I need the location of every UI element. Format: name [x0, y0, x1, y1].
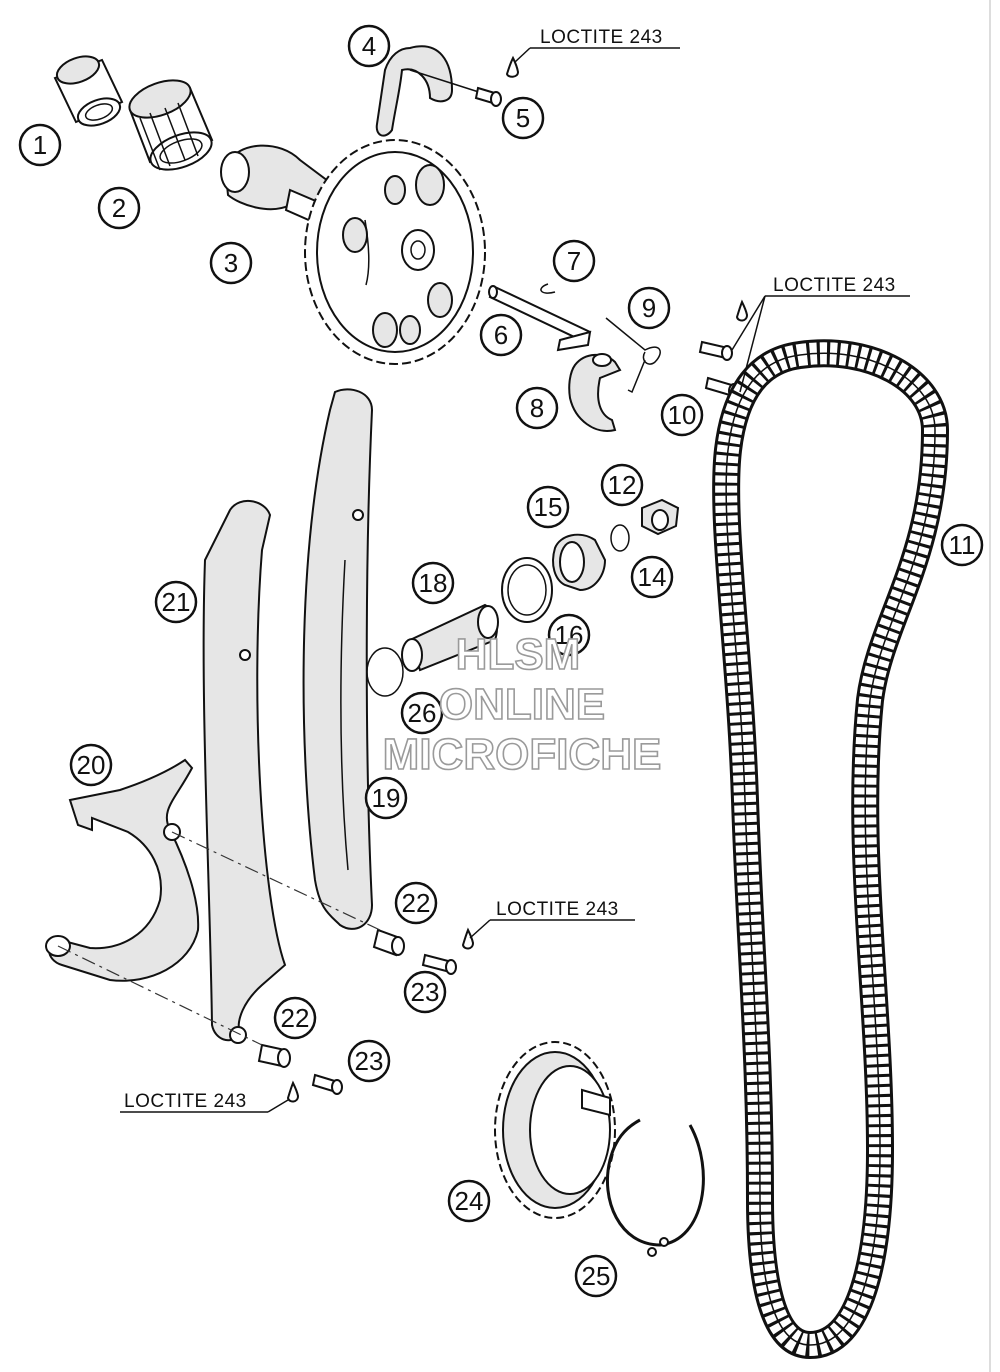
callout-number: 2	[112, 193, 126, 223]
sealing-ring-14-part	[610, 524, 630, 552]
callout-number: 7	[567, 246, 581, 276]
o-ring-26-part	[366, 647, 404, 697]
retainer-fork-part	[375, 45, 486, 137]
callout-10: 10	[660, 393, 704, 437]
crank-sprocket-part	[494, 1041, 616, 1219]
tensioner-housing-part	[552, 533, 607, 592]
callout-12: 12	[600, 463, 644, 507]
loctite-label-middle: LOCTITE 243	[469, 899, 635, 939]
tensioner-plunger-part	[401, 603, 499, 672]
watermark-line-3: MICROFICHE	[383, 730, 662, 779]
loctite-label-text: LOCTITE 243	[124, 1091, 247, 1112]
callout-5: 5	[501, 96, 545, 140]
callout-number: 4	[362, 31, 376, 61]
callout-number: 3	[224, 248, 238, 278]
callout-number: 23	[355, 1046, 384, 1076]
loctite-label-top: LOCTITE 243	[514, 27, 680, 63]
callout-24: 24	[447, 1179, 491, 1223]
screw-23-upper-part	[421, 927, 475, 975]
screw-23-lower-part	[286, 1073, 343, 1103]
callout-11: 11	[940, 523, 984, 567]
callout-1: 1	[18, 123, 62, 167]
cam-sprocket-part	[304, 139, 486, 365]
callout-21: 21	[154, 580, 198, 624]
callout-number: 26	[408, 698, 437, 728]
bushing-22-lower-part	[257, 1043, 291, 1068]
callout-number: 9	[642, 293, 656, 323]
callout-7: 7	[552, 239, 596, 283]
callout-14: 14	[630, 555, 674, 599]
watermark-line-1: HLSM	[456, 630, 581, 679]
callout-23-upper: 23	[403, 970, 447, 1014]
callout-number: 1	[33, 130, 47, 160]
callout-22-upper: 22	[394, 881, 438, 925]
o-ring-16-part	[501, 557, 553, 623]
callout-22-lower: 22	[273, 996, 317, 1040]
callout-number: 24	[455, 1186, 484, 1216]
callout-6: 6	[479, 313, 523, 357]
callout-number: 21	[162, 587, 191, 617]
timing-chain-part	[712, 339, 949, 1359]
watermark: HLSM ONLINE MICROFICHE	[382, 629, 662, 780]
callout-18: 18	[411, 561, 455, 605]
circlip-large-part	[605, 1118, 705, 1257]
callout-3: 3	[209, 241, 253, 285]
callout-23-lower: 23	[347, 1039, 391, 1083]
bushing-22-upper-part	[372, 928, 405, 957]
callout-2: 2	[97, 186, 141, 230]
callout-number: 11	[949, 530, 976, 560]
callout-number: 23	[411, 977, 440, 1007]
callout-26: 26	[400, 691, 444, 735]
plug-screw-part	[641, 498, 680, 536]
callout-number: 22	[281, 1003, 310, 1033]
loctite-label-text: LOCTITE 243	[773, 275, 896, 296]
needle-bearing-part	[53, 55, 124, 127]
watermark-line-2: ONLINE	[439, 680, 605, 729]
callout-number: 18	[419, 568, 448, 598]
callout-16: 16	[547, 613, 591, 657]
loctite-label-bottom: LOCTITE 243	[120, 1091, 289, 1113]
callout-number: 5	[516, 103, 530, 133]
callout-15: 15	[526, 485, 570, 529]
shaft-part	[488, 285, 592, 352]
callout-number: 19	[372, 783, 401, 813]
decompression-lever-part	[568, 353, 622, 432]
spring-part	[605, 317, 661, 394]
loctite-label-right: LOCTITE 243	[731, 275, 910, 393]
callout-number: 8	[530, 393, 544, 423]
tensioning-rail-part	[302, 388, 374, 930]
callout-number: 14	[638, 562, 667, 592]
guide-rail-part	[202, 500, 287, 1044]
callout-20: 20	[69, 743, 113, 787]
callout-9: 9	[627, 286, 671, 330]
loctite-label-text: LOCTITE 243	[496, 899, 619, 920]
callout-number: 12	[608, 470, 637, 500]
circlip-small-part	[540, 283, 556, 294]
callout-number: 25	[582, 1261, 611, 1291]
screw-5-part	[474, 55, 520, 107]
callout-25: 25	[574, 1254, 618, 1298]
roller-bearing-part	[128, 79, 214, 171]
callout-number: 6	[494, 320, 508, 350]
callout-4: 4	[347, 24, 391, 68]
callout-8: 8	[515, 386, 559, 430]
callout-number: 20	[77, 750, 106, 780]
loctite-label-text: LOCTITE 243	[540, 27, 663, 48]
callout-number: 15	[534, 492, 563, 522]
callout-19: 19	[364, 776, 408, 820]
callout-number: 22	[402, 888, 431, 918]
callout-number: 10	[668, 400, 697, 430]
assembly-lines	[57, 831, 381, 1046]
callout-number: 16	[555, 620, 584, 650]
chain-guide-cover-part	[45, 758, 200, 982]
